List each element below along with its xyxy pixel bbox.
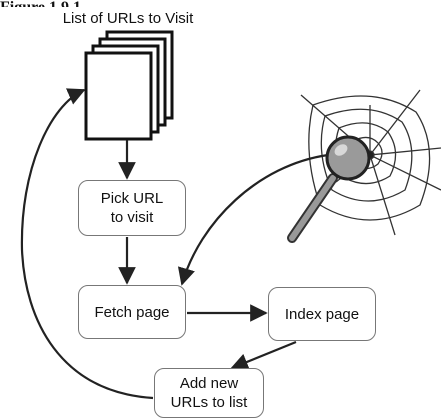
fetch-page-box: Fetch page bbox=[78, 285, 186, 339]
index-page-label: Index page bbox=[284, 305, 360, 323]
add-urls-box: Add new URLs to list bbox=[154, 368, 264, 418]
arrow-add-to-docs bbox=[20, 88, 154, 400]
arrow-spider-to-fetch bbox=[177, 153, 329, 286]
fetch-page-label: Fetch page bbox=[94, 303, 170, 321]
pick-url-label: Pick URL to visit bbox=[100, 190, 164, 226]
spider-web-icon bbox=[300, 89, 441, 236]
arrow-index-to-add bbox=[230, 340, 297, 371]
add-urls-label: Add new URLs to list bbox=[170, 375, 248, 411]
stacked-documents-icon bbox=[84, 30, 174, 141]
magnifying-glass-icon bbox=[287, 135, 371, 243]
list-title: List of URLs to Visit bbox=[62, 10, 194, 27]
index-page-box: Index page bbox=[268, 287, 376, 341]
pick-url-box: Pick URL to visit bbox=[78, 180, 186, 236]
partial-figure-heading: Figure 1.9.1 bbox=[0, 0, 82, 16]
